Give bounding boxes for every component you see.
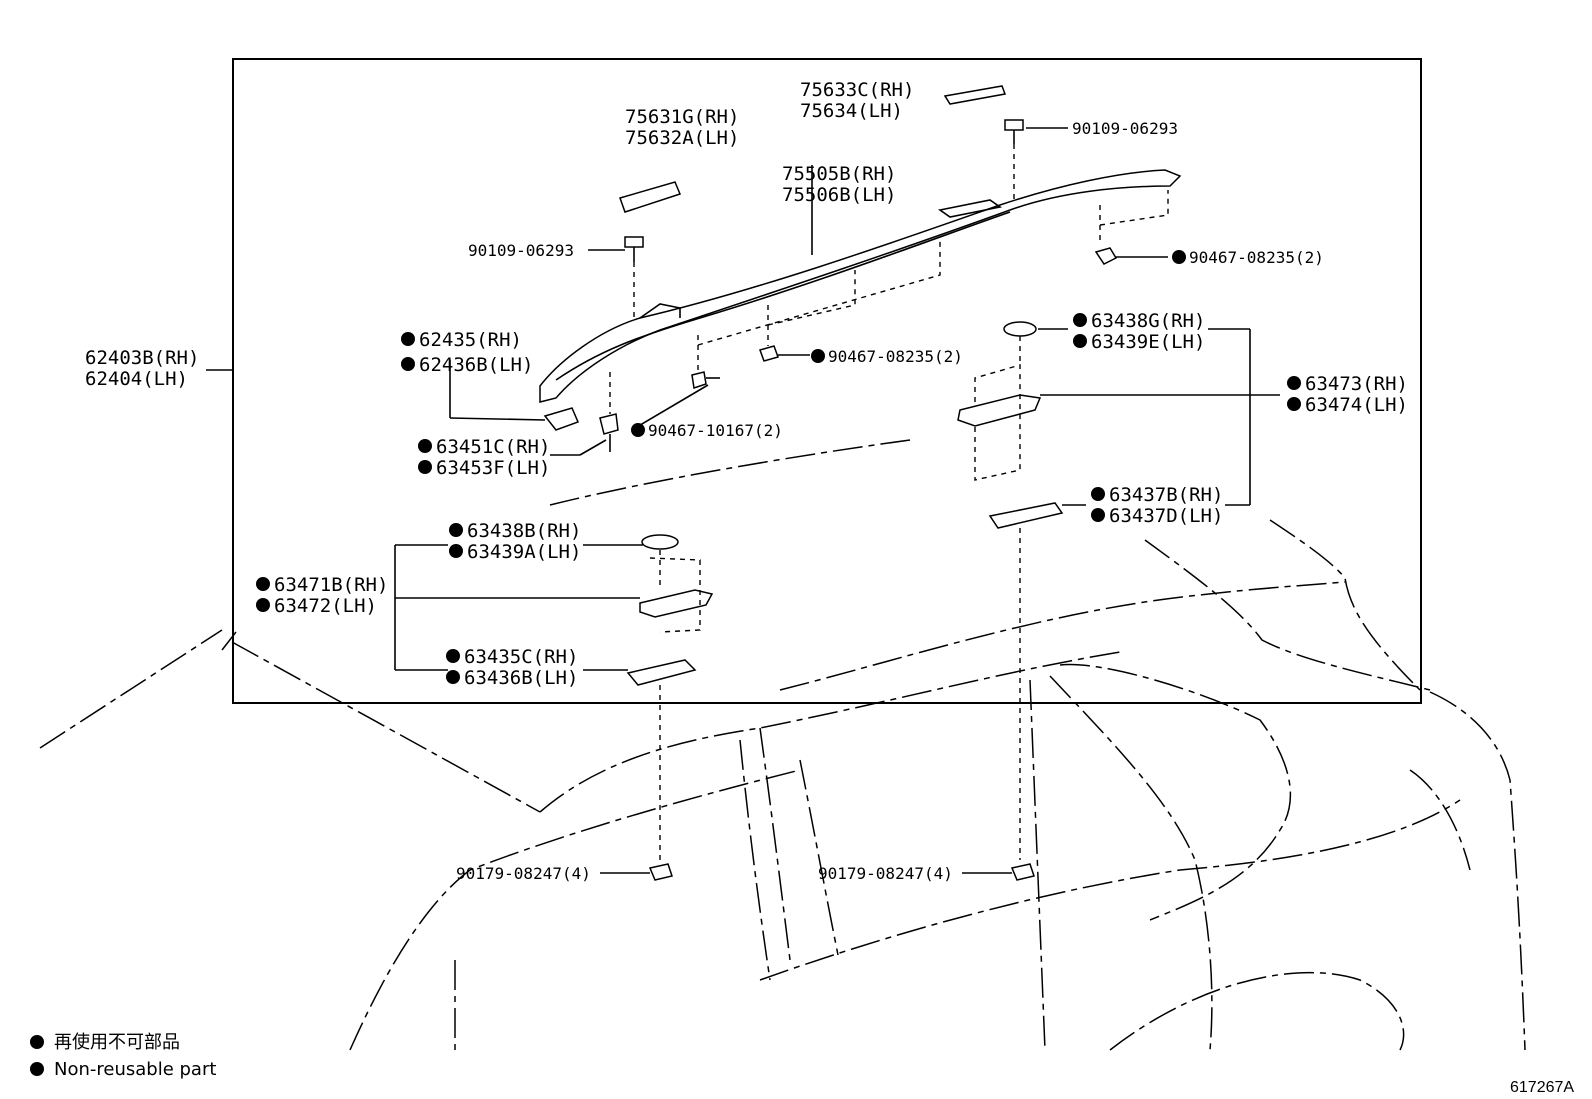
label-front-cover-lh: 75632A(LH): [625, 127, 739, 149]
label-screw-front: 90109-06293: [468, 241, 574, 260]
label-rear-cover-lh: 75634(LH): [800, 100, 903, 122]
legend-jp: 再使用不可部品: [54, 1032, 180, 1053]
non-reusable-mark: [418, 439, 432, 453]
label-pad-rear-lh: 63439E(LH): [1091, 331, 1205, 353]
non-reusable-mark: [256, 577, 270, 591]
front-cover: [619, 181, 682, 213]
label-nut-rear: 90467-08235(2): [1189, 248, 1324, 267]
non-reusable-mark: [449, 523, 463, 537]
label-end-cover-rh: 62435(RH): [419, 329, 522, 351]
rear-bracket-group: [957, 321, 1064, 860]
label-bracket-rear-lh: 63474(LH): [1305, 394, 1408, 416]
screw-rear: [1004, 119, 1024, 144]
nut-bottom-rear: [1010, 863, 1035, 881]
non-reusable-mark: [1287, 376, 1301, 390]
roof-rail: [539, 169, 1182, 403]
non-reusable-mark: [1287, 397, 1301, 411]
label-clip: 90467-10167(2): [648, 421, 783, 440]
label-rear-cover-rh: 75633C(RH): [800, 79, 914, 101]
non-reusable-mark: [1172, 250, 1186, 264]
non-reusable-mark: [401, 332, 415, 346]
non-reusable-mark: [418, 460, 432, 474]
leader-lines: [394, 127, 1280, 874]
label-pad-front-lh: 63439A(LH): [467, 541, 581, 563]
legend-bullet: [30, 1035, 44, 1049]
non-reusable-mark: [449, 544, 463, 558]
rear-cover: [943, 85, 1007, 105]
label-bracket-front-rh: 63471B(RH): [274, 574, 388, 596]
label-nut-bottom-rear: 90179-08247(4): [818, 864, 953, 883]
nut-rear: [1094, 247, 1118, 265]
retainer: [599, 413, 619, 452]
label-pad-rear-rh: 63438G(RH): [1091, 310, 1205, 332]
non-reusable-mark: [1091, 508, 1105, 522]
label-nut-mid: 90467-08235(2): [828, 347, 963, 366]
front-bracket-group: [626, 534, 714, 860]
label-gasket-front-rh: 63435C(RH): [464, 646, 578, 668]
label-end-cover-lh: 62436B(LH): [419, 354, 533, 376]
non-reusable-mark: [1073, 334, 1087, 348]
label-gasket-rear-rh: 63437B(RH): [1109, 484, 1223, 506]
label-roof-rack-assy-lh: 62404(LH): [85, 368, 188, 390]
non-reusable-mark: [811, 349, 825, 363]
label-bracket-front-lh: 63472(LH): [274, 595, 377, 617]
label-pad-front-rh: 63438B(RH): [467, 520, 581, 542]
callouts: 62403B(RH) 62404(LH) 75631G(RH) 75632A(L…: [85, 79, 1408, 883]
assembly-frame: [232, 58, 1422, 704]
label-bracket-rear-rh: 63473(RH): [1305, 373, 1408, 395]
non-reusable-mark: [256, 598, 270, 612]
nut-mid: [759, 345, 779, 362]
label-rail-lh: 75506B(LH): [782, 184, 896, 206]
label-gasket-front-lh: 63436B(LH): [464, 667, 578, 689]
label-rail-rh: 75505B(RH): [782, 163, 896, 185]
label-nut-bottom-front: 90179-08247(4): [456, 864, 591, 883]
non-reusable-mark: [446, 649, 460, 663]
screw-front: [624, 236, 644, 262]
vehicle-body-outline: [39, 439, 1526, 1051]
label-retainer-lh: 63453F(LH): [436, 457, 550, 479]
label-retainer-rh: 63451C(RH): [436, 436, 550, 458]
label-front-cover-rh: 75631G(RH): [625, 106, 739, 128]
label-gasket-rear-lh: 63437D(LH): [1109, 505, 1223, 527]
clip: [691, 371, 707, 389]
non-reusable-mark: [401, 357, 415, 371]
figure-id: 617267A: [1510, 1079, 1574, 1096]
non-reusable-mark: [1073, 313, 1087, 327]
end-cover: [543, 407, 580, 431]
non-reusable-mark: [1091, 487, 1105, 501]
legend-en: Non-reusable part: [54, 1059, 216, 1080]
non-reusable-mark: [446, 670, 460, 684]
assembly-lines-upper: [609, 144, 1169, 414]
label-screw-rear: 90109-06293: [1072, 119, 1178, 138]
non-reusable-mark: [631, 423, 645, 437]
nut-bottom-front: [648, 863, 673, 881]
legend-bullet: [30, 1062, 44, 1076]
label-roof-rack-assy-rh: 62403B(RH): [85, 347, 199, 369]
legend: 再使用不可部品 Non-reusable part: [30, 1032, 216, 1080]
